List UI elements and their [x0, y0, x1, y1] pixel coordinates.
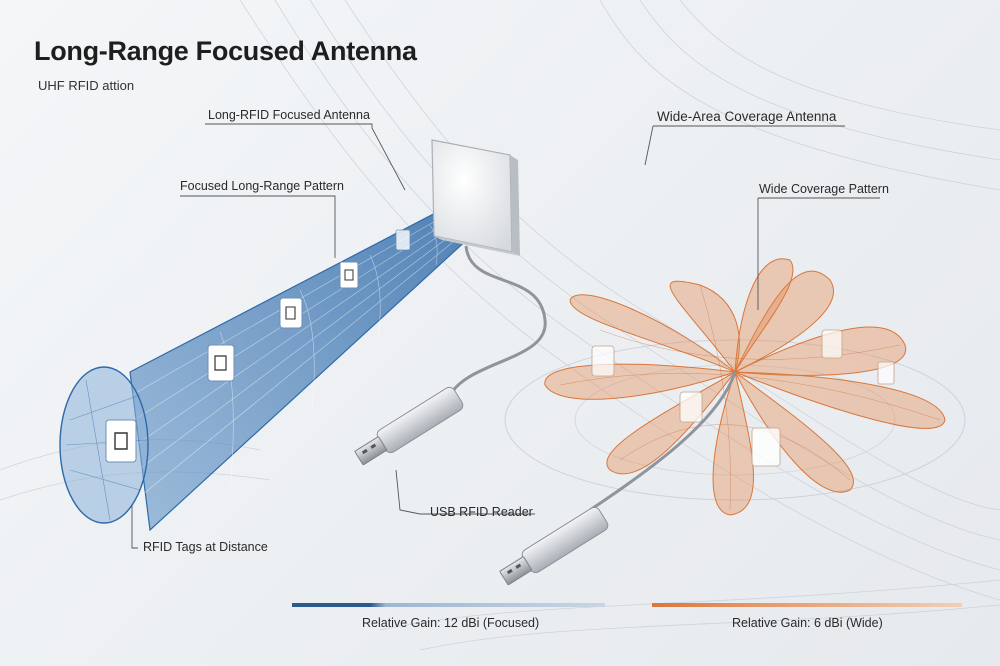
leader-focused-antenna [205, 123, 406, 191]
label-wide-antenna: Wide-Area Coverage Antenna [657, 109, 837, 124]
pattern-lobe [606, 371, 736, 475]
page-subtitle: UHF RFID attion [38, 78, 135, 93]
label-wide-pattern: Wide Coverage Pattern [759, 182, 889, 196]
tag-chip-icon [285, 306, 296, 320]
pattern-lobe [712, 370, 754, 516]
leader-focused-pattern [180, 195, 336, 258]
tag-chip-icon [214, 355, 227, 371]
tag-chip-icon [344, 269, 354, 281]
rfid-tag-icon [877, 361, 895, 385]
pattern-lobe [733, 270, 834, 374]
pattern-lobe [734, 371, 946, 429]
wide-coverage-pattern [544, 258, 946, 516]
wide-pattern-tags [591, 329, 895, 467]
rfid-tag-icon [105, 419, 137, 463]
leader-rfid-tags [131, 505, 138, 549]
rfid-tag-icon [207, 344, 235, 382]
usb-reader-device [354, 386, 464, 466]
leader-wide-antenna-drop [644, 125, 654, 166]
usb-reader-device-2 [499, 506, 609, 586]
rfid-tags [105, 229, 411, 463]
page-title: Long-Range Focused Antenna [34, 36, 417, 66]
ground-ring [504, 339, 966, 501]
rfid-tag-icon [279, 297, 303, 329]
wide-gain-bar [652, 603, 962, 607]
rfid-tag-icon [751, 427, 781, 467]
rfid-tag-icon [339, 261, 359, 289]
label-focused-pattern: Focused Long-Range Pattern [180, 179, 344, 193]
focused-gain-label: Relative Gain: 12 dBi (Focused) [362, 616, 540, 630]
focused-beam-cone [129, 194, 483, 532]
wide-gain-label: Relative Gain: 6 dBi (Wide) [732, 616, 883, 630]
focused-antenna-cable [448, 245, 547, 396]
leader-usb-reader [395, 469, 535, 515]
leader-lines [131, 123, 880, 549]
label-usb-reader: USB RFID Reader [430, 505, 533, 519]
rfid-tag-icon [821, 329, 843, 359]
label-rfid-tags: RFID Tags at Distance [143, 540, 268, 554]
tag-chip-icon [114, 432, 128, 450]
pattern-lobe [733, 326, 907, 376]
focused-beam [59, 194, 483, 532]
focused-antenna-panel [431, 139, 520, 256]
ground-ring-inner [574, 364, 896, 476]
pattern-lobe [569, 294, 736, 373]
label-focused-antenna: Long-RFID Focused Antenna [208, 108, 370, 122]
rfid-tag-icon [395, 229, 411, 251]
rfid-tag-icon [679, 391, 703, 423]
pattern-lobe [734, 258, 794, 373]
rfid-tag-icon [591, 345, 615, 377]
wide-antenna-cable [589, 371, 737, 512]
wide-pattern-mesh [559, 284, 941, 511]
focused-beam-mouth [59, 366, 149, 524]
focused-gain-bar [292, 603, 605, 607]
